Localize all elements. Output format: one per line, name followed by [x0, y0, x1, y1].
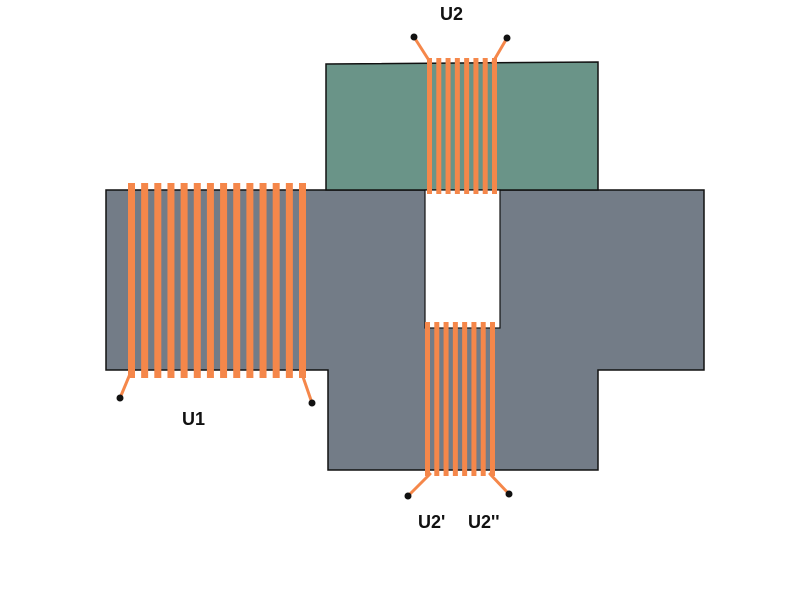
u2-prime-terminal	[404, 492, 412, 500]
label-u2: U2	[440, 4, 463, 24]
u2-prime-lead	[406, 472, 432, 498]
u2-coil-turn	[482, 58, 488, 194]
u2-coil-turn	[436, 58, 442, 194]
u1-coil-turn	[141, 183, 149, 378]
u2-double-prime-lead	[488, 472, 511, 496]
u2-split-coil-turn	[434, 322, 440, 476]
u1-coil-turn	[285, 183, 293, 378]
u1-coil-turn	[193, 183, 201, 378]
u2-split-coil-turn	[425, 322, 430, 476]
winding-leads	[118, 35, 511, 498]
u2-split-coil-turn	[452, 322, 458, 476]
secondary-winding-u2	[427, 58, 497, 194]
primary-winding-u1	[128, 183, 306, 378]
u2-left-terminal	[410, 33, 418, 41]
u1-left-lead	[118, 372, 132, 400]
u2-split-coil-turn	[462, 322, 468, 476]
label-u2-double-prime: U2''	[468, 512, 500, 532]
u2-coil-turn	[445, 58, 451, 194]
u2-double-prime-terminal	[505, 490, 513, 498]
u2-right-terminal	[503, 34, 511, 42]
u1-right-terminal	[308, 399, 316, 407]
u1-coil-turn	[128, 183, 135, 378]
u1-coil-turn	[272, 183, 280, 378]
u2-left-lead	[412, 35, 432, 64]
terminal-dots	[116, 33, 513, 500]
u1-coil-turn	[259, 183, 267, 378]
u2-split-coil-turn	[490, 322, 495, 476]
u1-right-lead	[300, 372, 314, 405]
u1-left-terminal	[116, 394, 124, 402]
u1-coil-turn	[167, 183, 175, 378]
u2-coil-turn	[492, 58, 497, 194]
u1-coil-turn	[233, 183, 241, 378]
u1-coil-turn	[180, 183, 188, 378]
u2-right-lead	[491, 36, 509, 64]
u2-split-coil-turn	[471, 322, 477, 476]
u2-coil-turn	[427, 58, 432, 194]
label-u2-prime: U2'	[418, 512, 445, 532]
u2-coil-turn	[473, 58, 479, 194]
u1-coil-turn	[299, 183, 306, 378]
u2-split-coil-turn	[480, 322, 486, 476]
u2-coil-turn	[454, 58, 460, 194]
u2-coil-turn	[464, 58, 470, 194]
upper-core	[325, 61, 599, 191]
u2-split-coil-turn	[443, 322, 449, 476]
u1-coil-turn	[154, 183, 162, 378]
secondary-winding-u2-split	[425, 322, 495, 476]
core-window	[424, 189, 501, 329]
main-core	[105, 189, 705, 471]
u1-coil-turn	[206, 183, 214, 378]
u1-coil-turn	[220, 183, 228, 378]
u1-coil-turn	[246, 183, 254, 378]
label-u1: U1	[182, 409, 205, 429]
